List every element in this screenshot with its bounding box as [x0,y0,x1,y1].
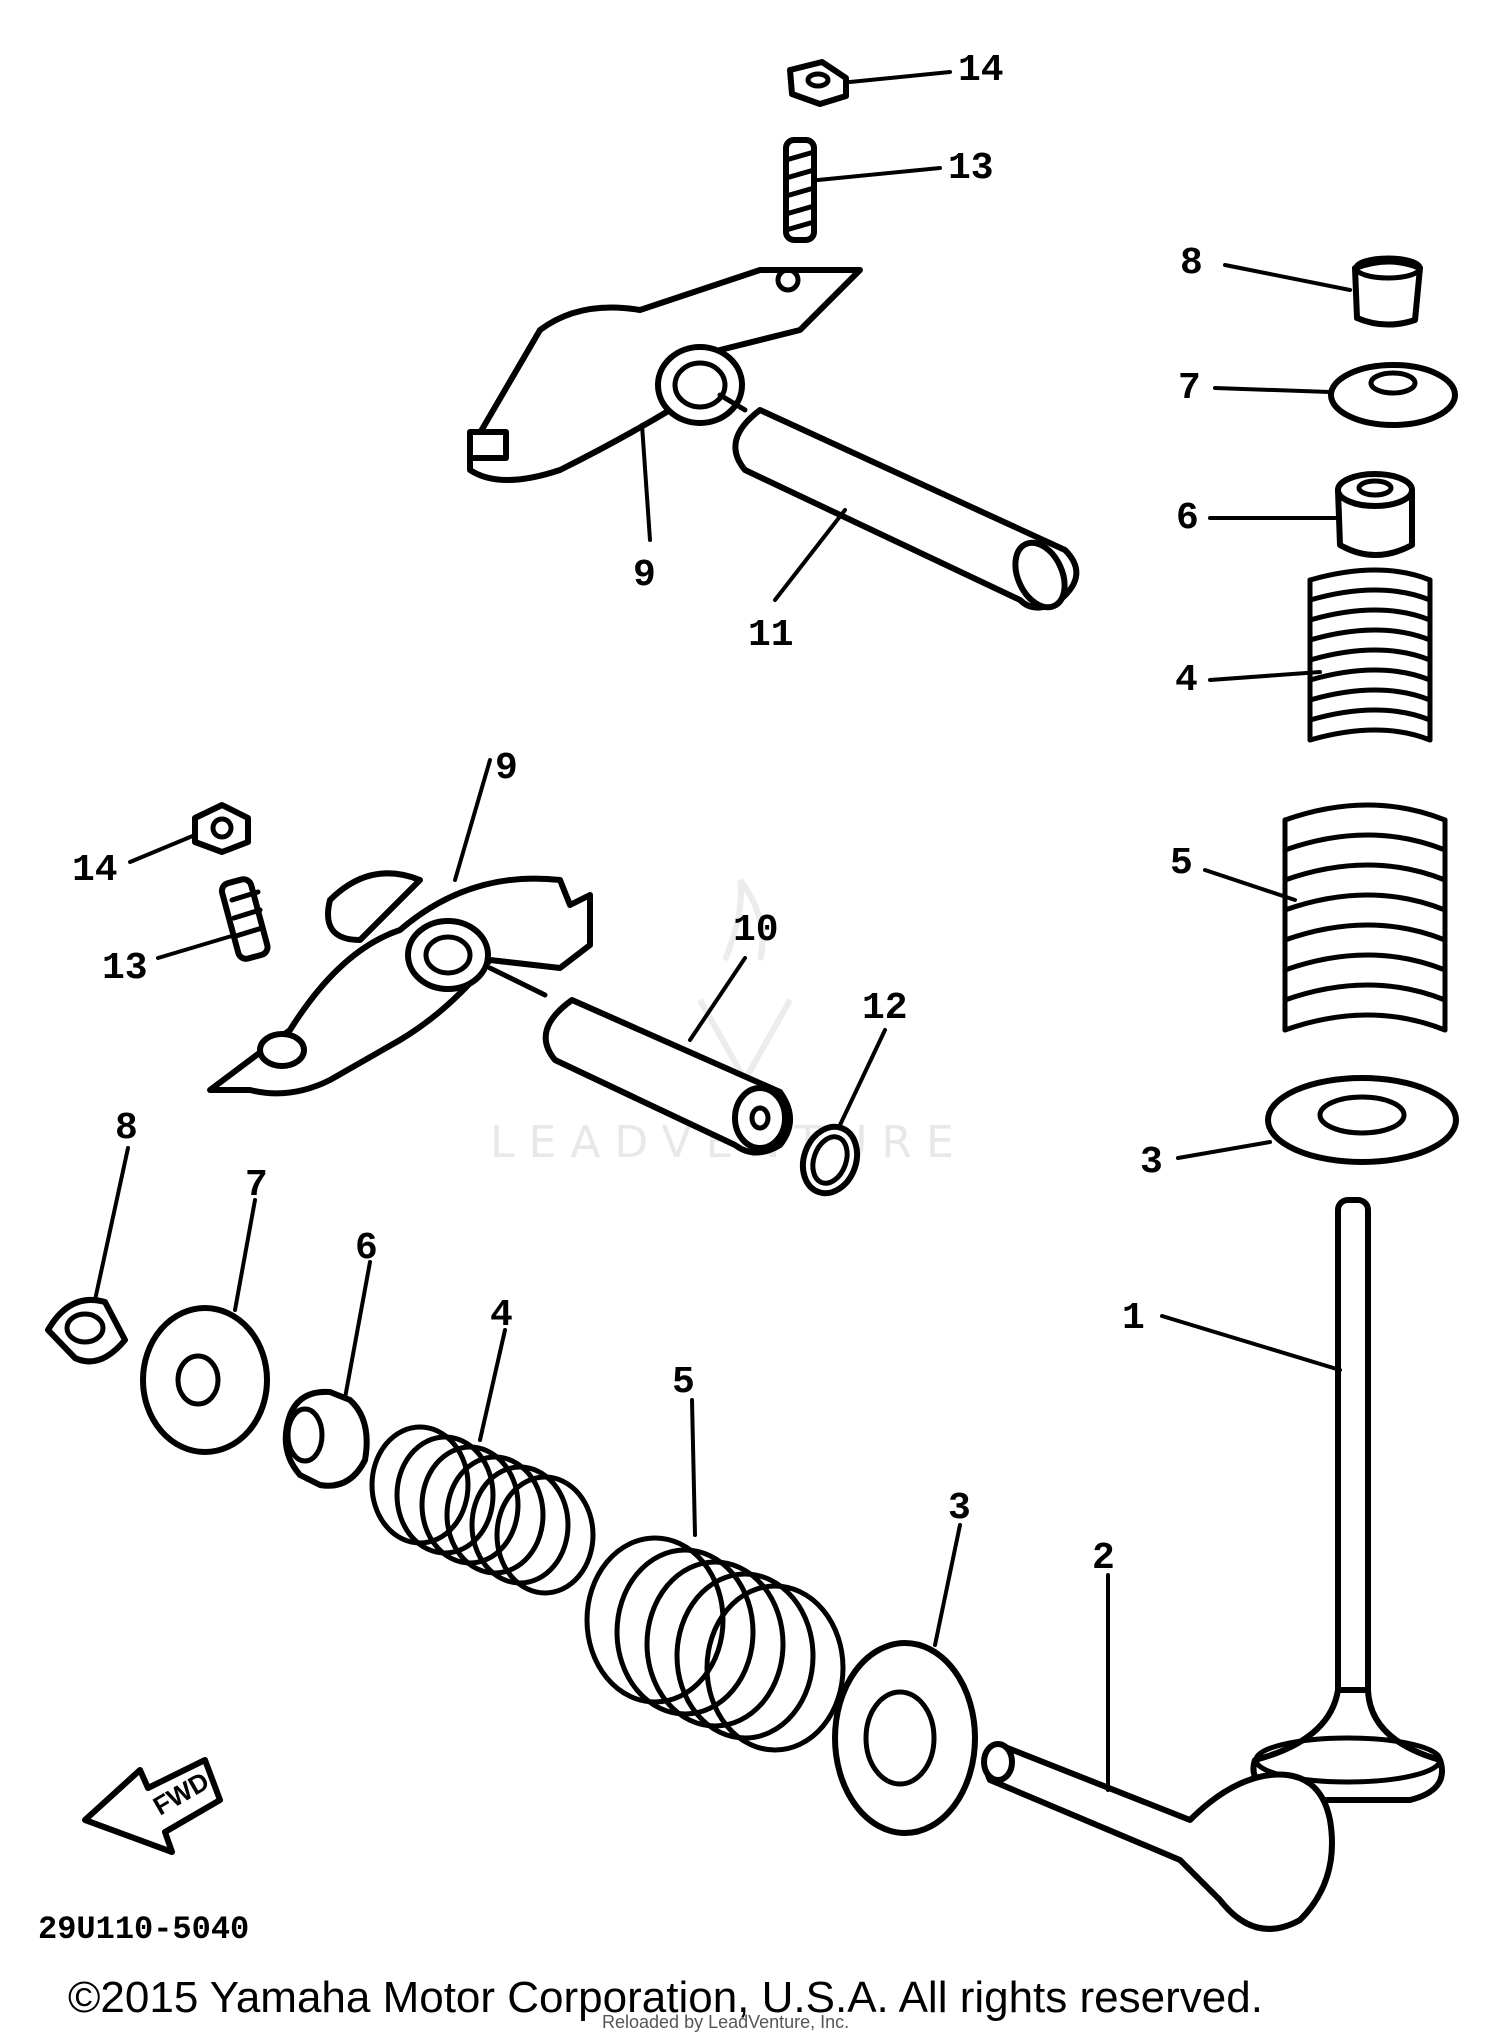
nut-lower [192,802,251,855]
callout-4-lower: 4 [490,1294,513,1337]
valve-stem-seal-upper [1335,471,1415,558]
callout-1: 1 [1122,1297,1145,1340]
callout-9-lower: 9 [495,747,518,790]
callout-13-upper: 13 [948,147,994,190]
callout-7-lower: 7 [245,1164,268,1207]
outer-spring-lower [584,1535,846,1753]
spring-seat-upper [1265,1075,1459,1165]
callout-14-upper: 14 [958,49,1004,92]
callout-6-upper: 6 [1176,497,1199,540]
cotter-upper [1352,255,1423,328]
nut-upper [787,59,849,107]
inner-spring-lower [369,1424,596,1596]
callout-4-upper: 4 [1175,659,1198,702]
callout-10: 10 [733,909,779,952]
adjusting-screw-upper [783,137,817,243]
rocker-arm-upper [467,267,863,483]
diagram-code: 29U110-5040 [38,1911,249,1948]
callout-5-lower: 5 [672,1361,695,1404]
spring-seat-lower [832,1640,978,1836]
reloaded-notice: Reloaded by LeadVenture, Inc. [602,2012,849,2032]
adjusting-screw-lower [218,876,271,962]
o-ring [799,1123,861,1197]
callout-11: 11 [748,614,794,657]
copyright-notice: ©2015 Yamaha Motor Corporation, U.S.A. A… [68,1973,1263,2022]
callout-2: 2 [1092,1537,1115,1580]
exhaust-valve [981,1741,1335,1932]
callout-6-lower: 6 [355,1227,378,1270]
outer-spring-upper [1282,802,1448,1033]
callout-12: 12 [862,987,908,1030]
inner-spring-upper [1307,567,1433,743]
callout-9-upper: 9 [633,554,656,597]
callout-13-lower: 13 [102,947,148,990]
rocker-shaft-upper [717,392,1080,611]
callout-14-lower: 14 [72,849,118,892]
spring-retainer-upper [1328,362,1458,428]
callout-5-upper: 5 [1170,842,1193,885]
fwd-arrow-icon: FWD [82,1757,223,1855]
rocker-arm-lower [207,870,593,1097]
callout-8-upper: 8 [1180,242,1203,285]
cotter-lower [45,1296,128,1365]
intake-valve [1250,1197,1445,1803]
spring-retainer-lower [140,1305,270,1455]
callout-8-lower: 8 [115,1107,138,1150]
callout-7-upper: 7 [1178,367,1201,410]
rocker-shaft-lower [487,965,793,1156]
valve-stem-seal-lower [282,1388,370,1489]
callout-3-upper: 3 [1140,1141,1163,1184]
callout-3-lower: 3 [948,1487,971,1530]
